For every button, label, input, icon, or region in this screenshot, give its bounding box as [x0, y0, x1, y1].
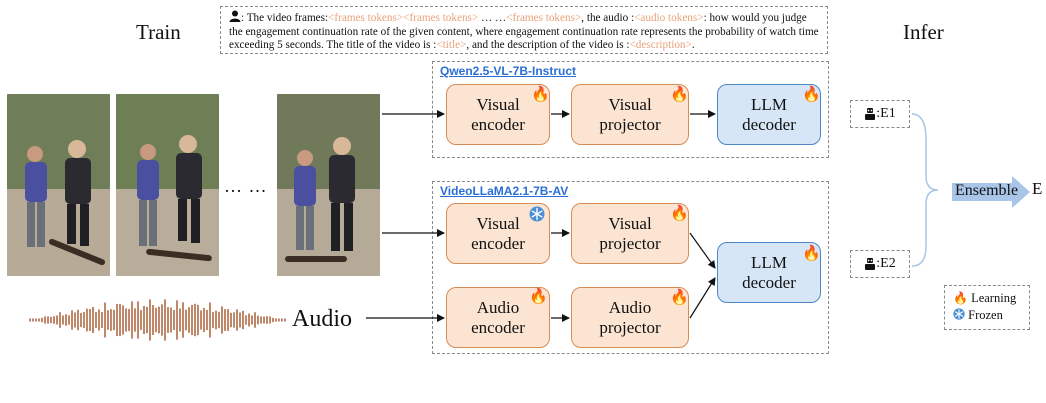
legend: 🔥 Learning Frozen [944, 285, 1030, 330]
qwen-visual-encoder-label: Visual encoder [471, 94, 525, 134]
snowflake-icon [953, 308, 965, 320]
prompt-text-4: , and the description of the video is : [466, 39, 630, 51]
prompt-box: : The video frames:<frames tokens><frame… [220, 6, 828, 54]
ensemble-result-label: E [1032, 179, 1043, 198]
qwen-llm-decoder-label: LLM decoder [742, 94, 796, 134]
prompt-token-frames-3: <frames tokens> [506, 12, 582, 24]
qwen-llm-decoder-block: LLM decoder [717, 84, 821, 145]
prompt-text-2: , the audio : [581, 12, 635, 24]
robot-icon [865, 108, 876, 120]
ensemble-arrow [952, 176, 1030, 208]
video-frame-3 [277, 94, 380, 276]
videollama-visual-projector-block: Visual projector [571, 203, 689, 264]
qwen-visual-encoder-block: Visual encoder [446, 84, 550, 145]
videollama-model-group [432, 181, 829, 354]
videollama-visual-projector-label: Visual projector [599, 213, 661, 253]
eval-e2-label: :E2 [876, 256, 896, 271]
videollama-model-name: VideoLLaMA2.1-7B-AV [440, 184, 569, 198]
eval-e1-label: :E1 [876, 106, 896, 121]
videollama-visual-encoder-label: Visual encoder [471, 213, 525, 253]
prompt-ellipsis: … … [478, 12, 507, 24]
videollama-llm-decoder-block: LLM decoder [717, 242, 821, 303]
legend-frozen: Frozen [953, 307, 1021, 324]
qwen-visual-projector-label: Visual projector [599, 94, 661, 134]
videollama-llm-decoder-label: LLM decoder [742, 252, 796, 292]
fire-icon: 🔥 [670, 87, 689, 103]
eval-box-e1: :E1 [850, 100, 910, 128]
user-icon [229, 10, 241, 22]
qwen-visual-projector-block: Visual projector [571, 84, 689, 145]
train-title: Train [136, 20, 181, 44]
videollama-audio-encoder-label: Audio encoder [471, 297, 525, 337]
fire-icon: 🔥 [531, 87, 550, 103]
prompt-text-1: : The video frames: [241, 12, 329, 24]
prompt-text-5: . [691, 39, 695, 51]
eval-box-e2: :E2 [850, 250, 910, 278]
ensemble-label: Ensemble [955, 182, 1019, 199]
prompt-token-frames-2: <frames tokens> [403, 12, 479, 24]
videollama-audio-encoder-block: Audio encoder [446, 287, 550, 348]
snowflake-icon [529, 206, 545, 226]
prompt-token-frames-1: <frames tokens> [328, 12, 404, 24]
prompt-text-3: : how would you judge the engagement con… [229, 12, 819, 51]
video-frame-1 [7, 94, 110, 276]
fire-icon: 🔥 [670, 206, 689, 222]
frames-ellipsis: … … [224, 176, 268, 196]
qwen-model-name: Qwen2.5-VL-7B-Instruct [440, 64, 577, 78]
videollama-audio-projector-label: Audio projector [599, 297, 661, 337]
fire-icon: 🔥 [953, 291, 968, 305]
infer-title: Infer [903, 20, 944, 44]
audio-label: Audio [292, 306, 352, 332]
legend-frozen-label: Frozen [968, 308, 1003, 322]
prompt-token-title: <title> [436, 39, 467, 51]
videollama-audio-projector-block: Audio projector [571, 287, 689, 348]
fire-icon: 🔥 [802, 246, 821, 262]
qwen-model-group [432, 61, 829, 158]
audio-waveform [29, 299, 286, 341]
robot-icon [865, 258, 876, 270]
prompt-token-audio: <audio tokens> [634, 12, 704, 24]
prompt-token-description: <description> [629, 39, 692, 51]
fire-icon: 🔥 [802, 87, 821, 103]
fire-icon: 🔥 [529, 289, 548, 305]
legend-learning: 🔥 Learning [953, 290, 1021, 307]
fire-icon: 🔥 [670, 290, 689, 306]
video-frame-2 [116, 94, 219, 276]
legend-learning-label: Learning [971, 291, 1017, 305]
